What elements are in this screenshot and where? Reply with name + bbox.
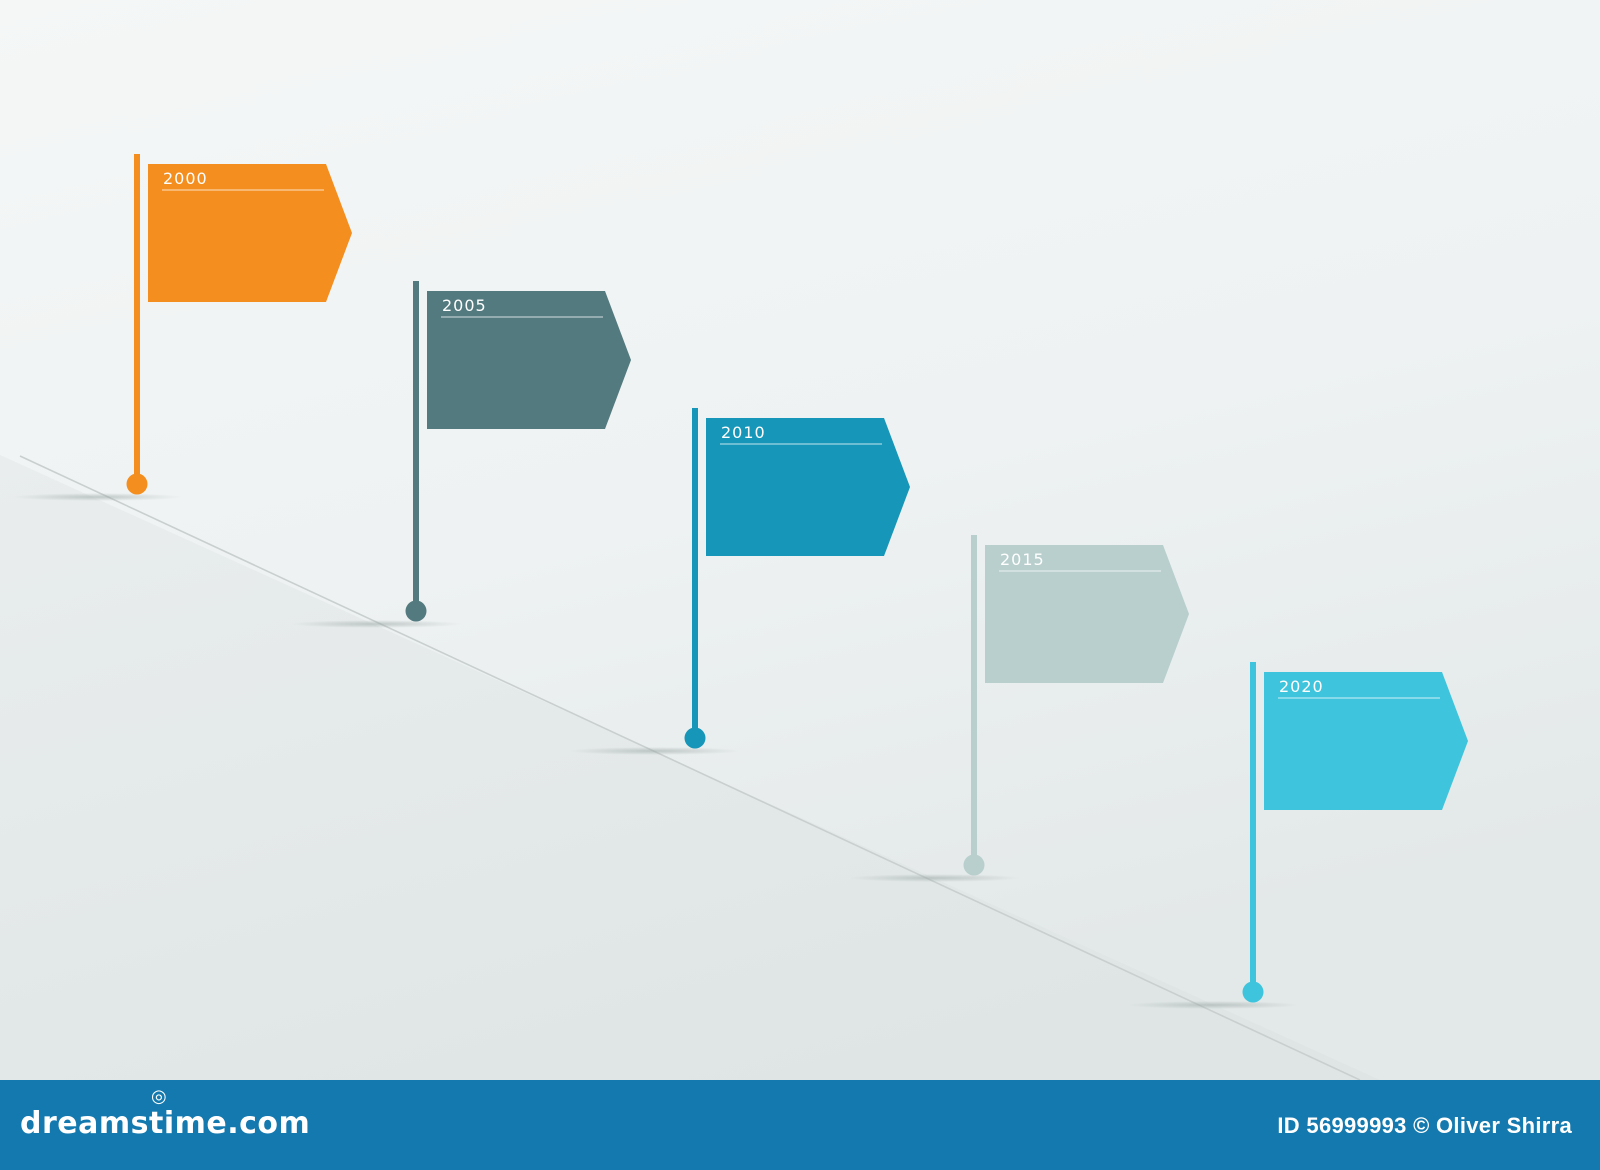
marker-shadow: [1128, 1001, 1298, 1009]
flag-banner: [985, 545, 1189, 683]
flag-year-label: 2005: [442, 296, 487, 315]
flag-year-label: 2000: [163, 169, 208, 188]
flag-banner: [148, 164, 352, 302]
flag-banner: [1264, 672, 1468, 810]
pole-base-dot: [405, 600, 427, 622]
marker-shadow: [291, 620, 461, 628]
flag-year-label: 2020: [1279, 677, 1324, 696]
flag-pole: [971, 535, 977, 865]
timeline-markers: 2000 2005 2010 2015 2020: [12, 154, 1468, 1009]
timeline-marker-2010[interactable]: 2010: [570, 408, 910, 755]
flag-pole: [1250, 662, 1256, 992]
pole-base-dot: [963, 854, 985, 876]
marker-shadow: [570, 747, 740, 755]
marker-shadow: [12, 493, 182, 501]
pole-base-dot: [1242, 981, 1264, 1003]
brand-logo[interactable]: dreamstime.com: [20, 1106, 311, 1141]
flag-pole: [413, 281, 419, 611]
timeline-marker-2000[interactable]: 2000: [12, 154, 352, 501]
flag-year-label: 2010: [721, 423, 766, 442]
flag-pole: [134, 154, 140, 484]
brand-swirl-icon: ◎: [151, 1086, 167, 1107]
timeline-diagram: 2000 2005 2010 2015 2020: [0, 0, 1600, 1080]
flag-banner: [427, 291, 631, 429]
timeline-marker-2015[interactable]: 2015: [849, 535, 1189, 882]
flag-banner: [706, 418, 910, 556]
pole-base-dot: [684, 727, 706, 749]
pole-base-dot: [126, 473, 148, 495]
marker-shadow: [849, 874, 1019, 882]
flag-year-label: 2015: [1000, 550, 1045, 569]
footer-bar: dreamstime.com ◎ ID 56999993 © Oliver Sh…: [0, 1080, 1600, 1170]
timeline-axis: [19, 455, 1361, 1080]
timeline-canvas: 2000 2005 2010 2015 2020: [0, 0, 1600, 1080]
timeline-marker-2020[interactable]: 2020: [1128, 662, 1468, 1009]
image-credit: ID 56999993 © Oliver Shirra: [1277, 1113, 1572, 1138]
timeline-marker-2005[interactable]: 2005: [291, 281, 631, 628]
flag-pole: [692, 408, 698, 738]
